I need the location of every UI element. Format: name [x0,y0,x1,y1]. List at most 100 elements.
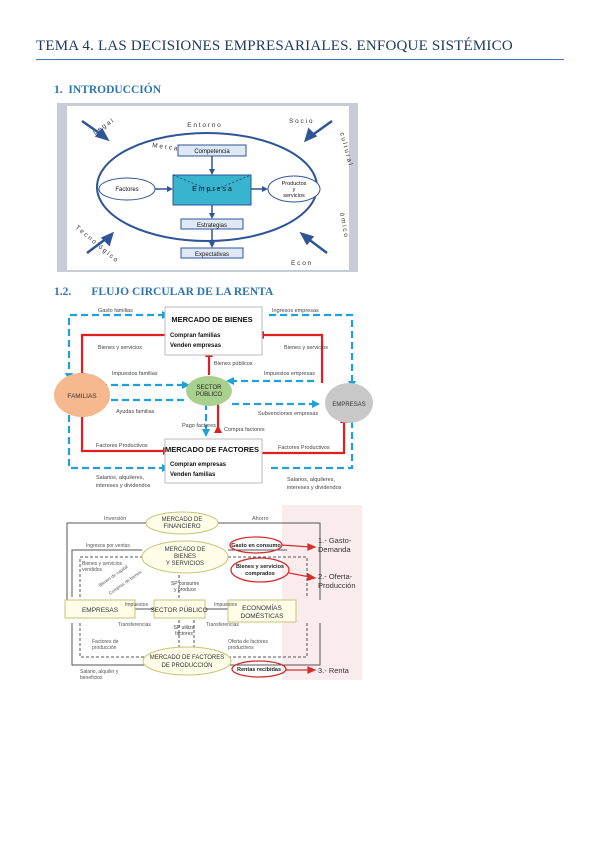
salarios-flow-right [269,421,354,470]
section-number: 1. [54,84,63,96]
mercado-factores-node [142,646,232,676]
document-title: TEMA 4. LAS DECISIONES EMPRESARIALES. EN… [36,38,513,54]
enfoque-sistemico-figure: E n t o r n o L e g a l S o c i o c u l … [57,103,358,272]
venden-familias-label: Venden familias [170,472,216,478]
flujo-circular-figure: MERCADO DE BIENES Compran familias Vende… [52,303,375,498]
rentas-recibidas-highlight [231,660,287,678]
empresa-label: E m p r e s a [192,186,232,193]
flujo-renta-detallado-figure: MERCADO DE FINANCIERO Inversión Ahorro M… [52,505,362,685]
estrategias-label: Estrategias [197,223,227,229]
arrow-tecnologico [86,237,108,254]
bienes-vendidos-label-1: Bienes y servicios [82,561,123,567]
factores-produccion-label-2: producción [92,645,117,651]
salarios-label-left-2: intereses y dividendos [96,483,151,489]
gasto-demanda-label-1: 1.- Gasto- [318,536,352,545]
bienes-comprados-label-2: comprados [245,571,275,577]
mercado-bienes-label-1: MERCADO DE [165,547,206,553]
bienes-vendidos-label-2: vendidos [82,567,103,573]
mercado-bienes-label-2: BIENES [174,554,196,560]
arrow-socio [310,119,333,138]
gasto-familias-label: Gasto familias [98,308,133,314]
salarios-label-right-2: intereses y dividendos [287,485,342,491]
oferta-produccion-label-1: 2.- Oferta- [318,572,353,581]
entorno-label: E n t o r n o [187,122,221,129]
inversion-flow [66,522,147,600]
mercado-factores-label: MERCADO DE FACTORES [165,445,259,454]
ahorro-label: Ahorro [252,516,269,522]
salarios-flow-left [67,415,165,470]
section-heading-flujo-circular: 1.2. FLUJO CIRCULAR DE LA RENTA [54,286,273,298]
sector-publico-label-2: PÚBLICO [196,391,223,398]
empresas-label: EMPRESAS [82,607,119,614]
economias-label-2: DOMÉSTICAS [241,611,285,620]
flujo-circular-diagram: MERCADO DE BIENES Compran familias Vende… [54,306,373,491]
venden-empresas-label: Venden empresas [170,343,222,349]
compran-familias-label: Compran familias [170,333,221,339]
empresas-box [64,599,136,619]
watermark-background [282,505,362,680]
gasto-demanda-label-2: Demanda [318,545,351,554]
impuestos-label-right: Impuestos [214,602,238,608]
ingresos-empresas-label: Ingresos empresas [272,308,319,314]
sp-consume-label-1: SP consume [171,581,199,587]
ayudas-familias-label: Ayudas familias [116,409,155,415]
salarios-label-right-1: Salarios, alquileres, [287,477,335,483]
arrow-legal-head [94,127,110,142]
ingresos-ventas-label: Ingresos por ventas [86,543,130,549]
bienes-servicios-flow-left [80,333,165,375]
y-label: y [293,187,296,193]
bienes-comprados-label-1: Bienes y servicios [236,564,284,570]
compran-empresas-label: Compran empresas [170,462,227,468]
salario-label-1: Salario, alquiler y [80,669,119,675]
impuestos-familias-label: Impuestos familias [112,371,158,377]
mercado-factores-label-1: MERCADO DE FACTORES [150,655,225,661]
mercado-factores-label-2: DE PRODUCCIÓN [161,662,212,669]
socio-label: S o c i o [289,118,313,125]
economias-domesticas-box [227,599,297,623]
section-title: INTRODUCCIÓN [68,84,162,96]
arrow-tecnologico-head [100,231,114,247]
factores-productivos-flow-left [80,415,165,453]
impuestos-label-left: Impuestos [125,602,149,608]
mercado-financiero-label-2: FINANCIERO [163,524,200,530]
section-title: FLUJO CIRCULAR DE LA RENTA [91,286,274,298]
competencia-label: Competencia [194,149,230,155]
factores-label: Factores [115,187,138,193]
bienes-comprados-highlight [230,557,290,583]
bienes-servicios-label-right: Bienes y servicios [284,345,328,351]
bienes-publicos-label: Bienes públicos [214,361,253,367]
title-underline [36,59,564,60]
econo-label: E c o n [291,260,312,267]
impuestos-empresas-label: Impuestos empresas [264,371,315,377]
mercado-bienes-box [164,306,263,356]
rentas-recibidas-label: Rentas recibidas [237,667,281,673]
mercado-bienes-node [141,540,229,574]
sp-consume-label-2: y produce [174,587,196,593]
ingresos-empresas-flow [269,313,354,383]
bienes-servicios-flow-right [262,333,324,383]
inversion-label: Inversión [104,516,126,522]
section-heading-introduccion: 1. INTRODUCCIÓN [54,84,161,96]
mercado-bienes-label: MERCADO DE BIENES [171,315,252,324]
oferta-produccion-label-2: Producción [318,581,356,590]
arrow-economico-head [299,231,315,246]
transferencias-label-left: Transferencias [118,622,151,628]
section-number: 1.2. [54,286,72,298]
servicios-label: servicios [283,193,305,199]
mercado-bienes-label-3: Y SERVICIOS [166,561,204,567]
factores-produccion-label-1: Factores de [92,639,119,645]
sector-publico-label-1: SECTOR [197,385,223,391]
familias-node [54,373,110,417]
gasto-familias-flow [67,313,165,375]
salario-label-2: beneficios [80,675,103,681]
factores-productivos-flow-right [262,421,346,455]
familias-label: FAMILIAS [67,393,97,400]
sector-publico-box [153,599,206,619]
expectativas-box [180,247,244,259]
sector-publico-label: SECTOR PÚBLICO [150,605,207,614]
renta-label: 3.- Renta [318,666,350,675]
mercado-factores-box [164,438,263,484]
economias-label-1: ECONOMÍAS [242,603,282,612]
sp-utiliza-label-1: SP utiliza [174,625,195,631]
sp-utiliza-label-2: factores [175,631,193,637]
